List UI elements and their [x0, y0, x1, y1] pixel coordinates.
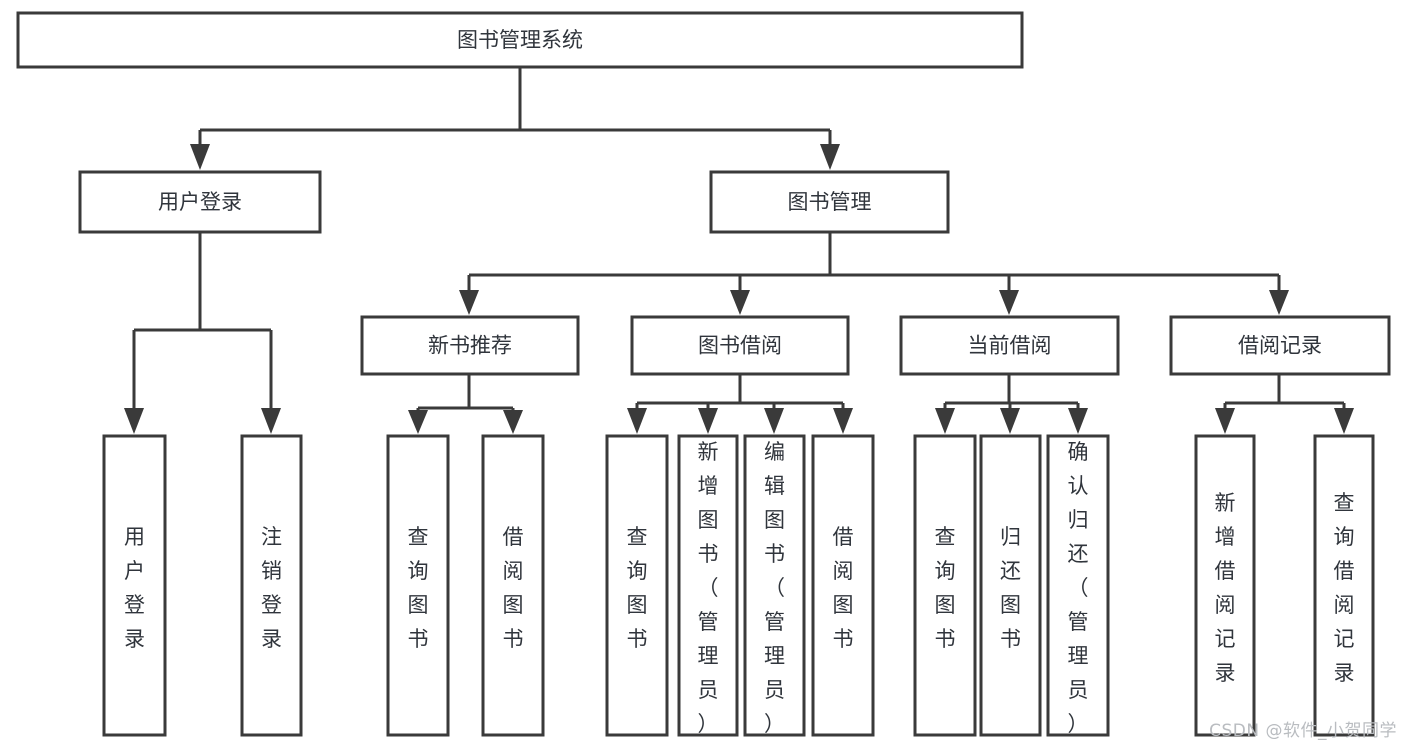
leaf-node-8-box	[913, 434, 977, 737]
arrow-head-leaf-13	[1334, 408, 1354, 434]
leaf-node-9[interactable]: 归还图书	[979, 434, 1042, 737]
arrow-head-leaf-4	[503, 410, 523, 434]
leaf-node-7[interactable]: 借阅图书	[811, 434, 875, 737]
leaf-node-1-label: 注销登录	[261, 525, 282, 651]
level3-node-3-box	[1169, 315, 1391, 376]
root-node-book-management-system-box	[16, 11, 1024, 69]
level3-node-0[interactable]: 新书推荐	[360, 315, 580, 376]
level3-node-2-label: 当前借阅	[968, 334, 1052, 358]
leaf-node-11-box	[1194, 434, 1256, 737]
leaf-node-7-label: 借阅图书	[833, 525, 854, 651]
arrow-head-leaf-9	[935, 408, 955, 434]
leaf-node-6-label: 编辑图书（管理员）	[764, 440, 785, 736]
arrow-head-leaf-8	[833, 408, 853, 434]
leaf-node-5-box	[677, 434, 739, 737]
connector-group-root-to-level2	[190, 67, 840, 170]
leaf-node-3-box	[481, 434, 545, 737]
level2-node-1[interactable]: 图书管理	[709, 170, 950, 234]
leaf-node-10[interactable]: 确认归还（管理员）	[1046, 434, 1110, 737]
leaf-node-12-label: 查询借阅记录	[1334, 491, 1355, 685]
level3-node-3[interactable]: 借阅记录	[1169, 315, 1391, 376]
level2-node-0-label: 用户登录	[158, 190, 242, 214]
leaf-node-2[interactable]: 查询图书	[386, 434, 450, 737]
leaf-node-11[interactable]: 新增借阅记录	[1194, 434, 1256, 737]
leaf-node-7-box	[811, 434, 875, 737]
leaf-node-1[interactable]: 注销登录	[240, 434, 303, 737]
arrow-head-borrow-book	[730, 290, 750, 315]
connector-group-bookmanage-to-level3	[459, 232, 1289, 315]
leaf-node-3[interactable]: 借阅图书	[481, 434, 545, 737]
leaf-node-8-label: 查询图书	[935, 525, 956, 651]
arrow-head-new-book	[459, 290, 479, 315]
connector-group-booklogin-to-leaves	[124, 232, 281, 434]
arrow-head-leaf-11	[1068, 408, 1088, 434]
leaf-node-6-box	[743, 434, 806, 737]
level3-node-3-label: 借阅记录	[1238, 334, 1322, 358]
leaf-node-9-box	[979, 434, 1042, 737]
level2-node-1-label: 图书管理	[788, 190, 872, 214]
leaf-node-12-box	[1313, 434, 1375, 737]
level3-node-0-box	[360, 315, 580, 376]
level3-node-2[interactable]: 当前借阅	[899, 315, 1120, 376]
arrow-head-leaf-3	[408, 410, 428, 434]
leaf-node-2-label: 查询图书	[408, 525, 429, 651]
arrow-head-current-borrow	[999, 290, 1019, 315]
leaf-node-4-box	[605, 434, 669, 737]
connector-group-newbook-to-leaves	[408, 374, 523, 434]
leaf-node-4-label: 查询图书	[627, 525, 648, 651]
level2-node-0[interactable]: 用户登录	[78, 170, 322, 234]
arrow-head-leaf-12	[1215, 408, 1235, 434]
leaf-node-8[interactable]: 查询图书	[913, 434, 977, 737]
arrow-head-leaf-7	[764, 408, 784, 434]
arrow-head-book-manage	[820, 144, 840, 170]
leaf-node-10-label: 确认归还（管理员）	[1068, 440, 1089, 736]
level2-node-1-box	[709, 170, 950, 234]
arrow-head-leaf-10	[1000, 408, 1020, 434]
leaf-node-12[interactable]: 查询借阅记录	[1313, 434, 1375, 737]
connector-group-currentborrow-to-leaves	[935, 374, 1088, 434]
leaf-node-3-label: 借阅图书	[503, 525, 524, 651]
nodes-layer: 图书管理系统用户登录图书管理新书推荐图书借阅当前借阅借阅记录用户登录注销登录查询…	[16, 11, 1391, 737]
arrow-head-leaf-6	[698, 408, 718, 434]
leaf-node-9-label: 归还图书	[1000, 525, 1021, 651]
leaf-node-11-label: 新增借阅记录	[1215, 491, 1236, 685]
leaf-node-4[interactable]: 查询图书	[605, 434, 669, 737]
arrow-head-leaf-5	[627, 408, 647, 434]
arrow-head-borrow-record	[1269, 290, 1289, 315]
leaf-node-5[interactable]: 新增图书（管理员）	[677, 434, 739, 737]
arrow-head-leaf-2	[261, 408, 281, 434]
leaf-node-1-box	[240, 434, 303, 737]
level3-node-2-box	[899, 315, 1120, 376]
connector-group-borrowrecord-to-leaves	[1215, 374, 1354, 434]
level3-node-1-label: 图书借阅	[698, 334, 782, 358]
root-node-book-management-system-label: 图书管理系统	[457, 28, 583, 52]
leaf-node-6[interactable]: 编辑图书（管理员）	[743, 434, 806, 737]
arrow-head-leaf-1	[124, 408, 144, 434]
level3-node-1-box	[630, 315, 850, 376]
leaf-node-0-box	[102, 434, 167, 737]
leaf-node-2-box	[386, 434, 450, 737]
leaf-node-0-label: 用户登录	[124, 525, 145, 651]
level3-node-1[interactable]: 图书借阅	[630, 315, 850, 376]
root-node-book-management-system[interactable]: 图书管理系统	[16, 11, 1024, 69]
leaf-node-10-box	[1046, 434, 1110, 737]
leaf-node-0[interactable]: 用户登录	[102, 434, 167, 737]
connector-group-borrowbook-to-leaves	[627, 374, 853, 434]
level2-node-0-box	[78, 170, 322, 234]
level3-node-0-label: 新书推荐	[428, 334, 512, 358]
leaf-node-5-label: 新增图书（管理员）	[698, 440, 719, 736]
arrow-head-user-login	[190, 144, 210, 170]
